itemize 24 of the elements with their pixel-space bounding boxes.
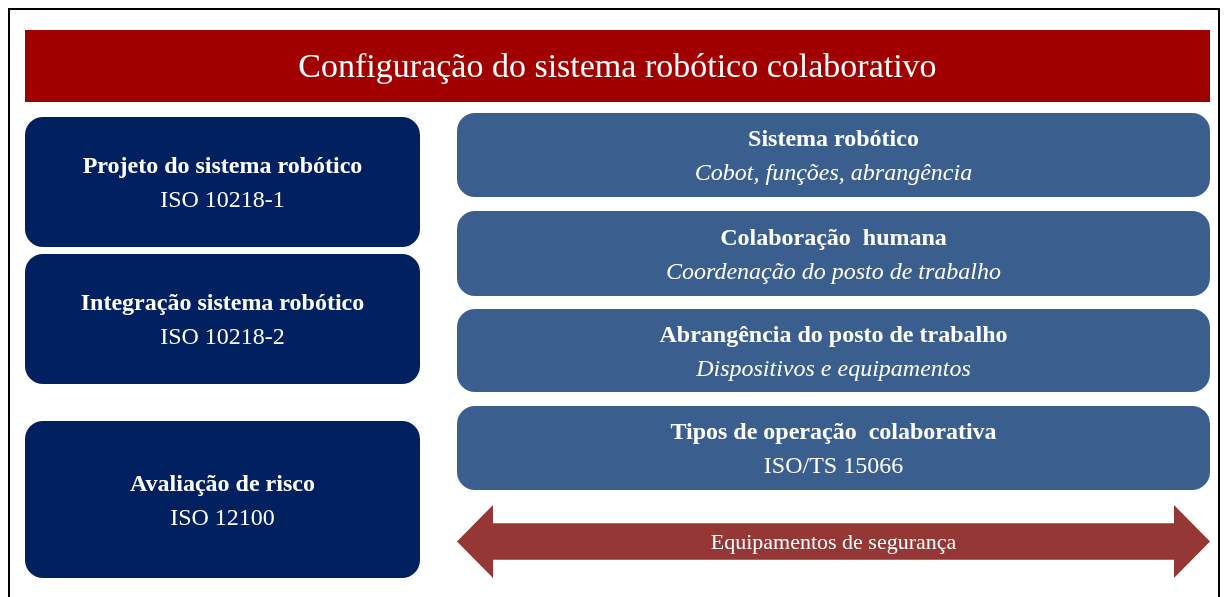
box-heading: Sistema robótico — [748, 124, 919, 153]
title-banner: Configuração do sistema robótico colaborativo — [25, 30, 1210, 102]
box-heading: Integração sistema robótico — [80, 288, 365, 317]
double-arrow-band — [457, 505, 1210, 578]
box-heading: Avaliação de risco — [130, 468, 315, 498]
text-box — [25, 117, 420, 247]
arrow-label: Equipamentos de segurança — [710, 527, 957, 556]
box-subtitle: Coordenação do posto de trabalho — [665, 256, 1002, 286]
text-box — [457, 406, 1210, 490]
standard-label: ISO 12100 — [170, 502, 275, 532]
box-heading: Colaboração humana — [720, 222, 947, 252]
standard-label: ISO/TS 15066 — [763, 451, 904, 480]
box-heading: Tipos de operação colaborativa — [670, 417, 997, 446]
standard-label: ISO 10218-2 — [160, 322, 285, 351]
text-box — [25, 254, 420, 384]
box-heading: Abrangência do posto de trabalho — [659, 319, 1008, 349]
text-box — [457, 113, 1210, 197]
box-subtitle: Cobot, funções, abrangência — [694, 158, 973, 187]
text-box — [457, 211, 1210, 296]
text-box — [25, 421, 420, 578]
standard-label: ISO 10218-1 — [160, 185, 285, 214]
box-subtitle: Dispositivos e equipamentos — [696, 353, 971, 383]
box-heading: Projeto do sistema robótico — [82, 151, 363, 180]
text-box — [457, 309, 1210, 392]
